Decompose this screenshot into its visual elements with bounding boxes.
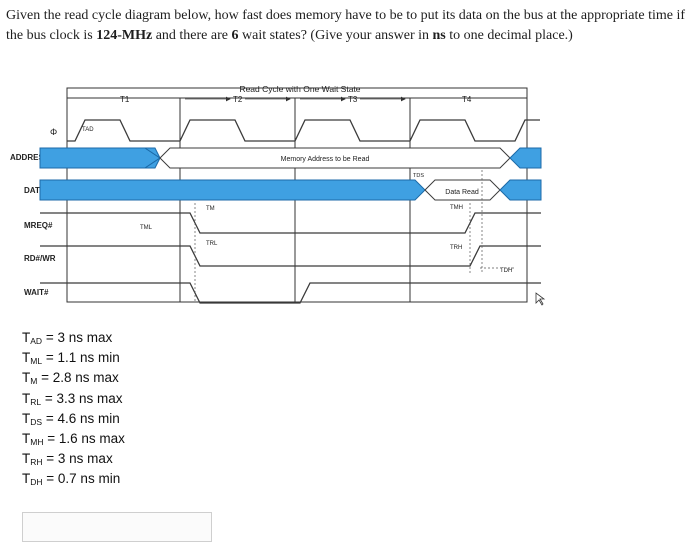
timing-label-trl: TRL — [206, 241, 218, 247]
timing-label-tdh: TDH — [500, 268, 512, 274]
timing-label-tml: TML — [140, 225, 153, 231]
signal-label-clock: Φ — [50, 127, 57, 137]
question-part: and there are — [152, 28, 232, 43]
period-label-t4: T4 — [462, 95, 472, 104]
memory-address-label: Memory Address to be Read — [281, 156, 370, 163]
timing-parameter-row: TDS = 4.6 ns min — [22, 410, 120, 427]
wait-state-count: 6 — [231, 28, 239, 43]
timing-label-tmh: TMH — [450, 205, 463, 211]
timing-label-tad-1: TAD — [82, 127, 94, 133]
address-bus — [39, 147, 542, 169]
wait-waveform — [40, 282, 541, 304]
mreq-waveform — [40, 212, 541, 234]
period-label-t1: T1 — [120, 95, 130, 104]
timing-parameter-row: TRH = 3 ns max — [22, 451, 113, 468]
data-bus — [39, 179, 542, 201]
timing-parameter-row: TRL = 3.3 ns max — [22, 390, 123, 407]
clock-waveform — [67, 119, 540, 142]
rd-wr-waveform — [40, 245, 541, 267]
read-cycle-timing-diagram: Read Cycle with One Wait State T1 T2 T3 … — [10, 84, 546, 306]
answer-unit: ns — [432, 28, 446, 43]
timing-label-tm: TM — [206, 206, 215, 212]
timing-parameter-row: TML = 1.1 ns min — [22, 350, 120, 367]
signal-label-address: ADDRESS — [10, 153, 50, 162]
signal-label-mreq: MREQ# — [24, 221, 53, 230]
clock-frequency: 124-MHz — [96, 28, 153, 43]
period-label-t2: T2 — [233, 95, 243, 104]
timing-parameter-row: TM = 2.8 ns max — [22, 370, 119, 387]
timing-label-trh: TRH — [450, 245, 462, 251]
signal-label-data: DATA — [24, 186, 45, 195]
diagram-title: Read Cycle with One Wait State — [239, 84, 360, 94]
question-part: to one decimal place.) — [445, 28, 573, 43]
timing-parameter-row: TDH = 0.7 ns min — [22, 471, 121, 488]
period-labels: T1 T2 T3 T4 — [120, 95, 472, 104]
cursor-icon — [535, 292, 546, 306]
signal-label-rd-wr: RD#/WR — [24, 254, 56, 263]
signal-label-wait: WAIT# — [24, 288, 49, 297]
timing-parameter-row: TMH = 1.6 ns max — [22, 430, 125, 447]
question-part: Given the read cycle diagram below, how … — [6, 8, 686, 43]
question-part: wait states? (Give your answer in — [238, 28, 433, 43]
timing-parameter-row: TAD = 3 ns max — [22, 330, 113, 346]
timing-label-tds: TDS — [413, 173, 424, 179]
period-label-t3: T3 — [348, 95, 358, 104]
data-read-label: Data Read — [445, 189, 479, 196]
answer-input-box[interactable] — [22, 512, 212, 542]
question-text: Given the read cycle diagram below, how … — [6, 6, 696, 46]
